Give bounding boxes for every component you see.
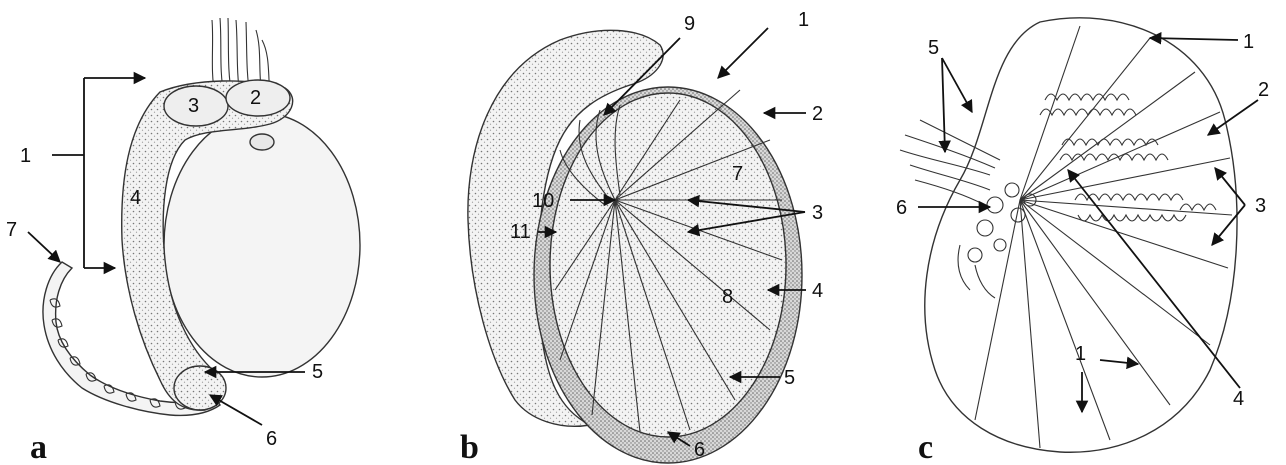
pointer-c-5a: [942, 58, 945, 152]
appendix: [250, 134, 274, 150]
label-c-4: 4: [1233, 388, 1244, 410]
testis-outline-c: [925, 18, 1237, 452]
panel-a: 1 2 3 4 5 6 7 a: [6, 18, 360, 465]
label-a-6: 6: [266, 428, 277, 450]
label-b-9: 9: [684, 13, 695, 35]
pointer-a-7: [28, 232, 60, 262]
label-b-4: 4: [812, 280, 823, 302]
label-c-2: 2: [1258, 79, 1269, 101]
panel-b: 1 2 3 4 5 6 7 8 9 10 11 b: [460, 9, 823, 465]
label-c-3: 3: [1255, 195, 1266, 217]
label-a-2: 2: [250, 87, 261, 109]
panel-c: 1 1 2 3 4 5 6 c: [896, 18, 1269, 465]
testis-interior: [550, 93, 786, 437]
pointer-b-1: [718, 28, 768, 78]
panel-letter-c: c: [918, 429, 933, 465]
pointer-a-6: [210, 395, 262, 425]
panel-letter-a: a: [30, 429, 47, 465]
testis: [164, 113, 360, 377]
label-c-6: 6: [896, 197, 907, 219]
label-b-6: 6: [694, 439, 705, 461]
label-b-1: 1: [798, 9, 809, 31]
panel-letter-b: b: [460, 429, 479, 465]
label-a-3: 3: [188, 95, 199, 117]
label-b-10: 10: [532, 190, 554, 212]
label-a-4: 4: [130, 187, 141, 209]
label-b-8: 8: [722, 286, 733, 308]
label-b-2: 2: [812, 103, 823, 125]
label-a-7: 7: [6, 219, 17, 241]
label-c-1-bottom: 1: [1075, 343, 1086, 365]
pointer-c-5b: [942, 58, 972, 112]
label-c-1-top: 1: [1243, 31, 1254, 53]
label-a-1: 1: [20, 145, 31, 167]
label-b-7: 7: [732, 163, 743, 185]
label-c-5: 5: [928, 37, 939, 59]
label-b-11: 11: [510, 221, 531, 243]
label-a-5: 5: [312, 361, 323, 383]
label-b-3: 3: [812, 202, 823, 224]
label-b-5: 5: [784, 367, 795, 389]
